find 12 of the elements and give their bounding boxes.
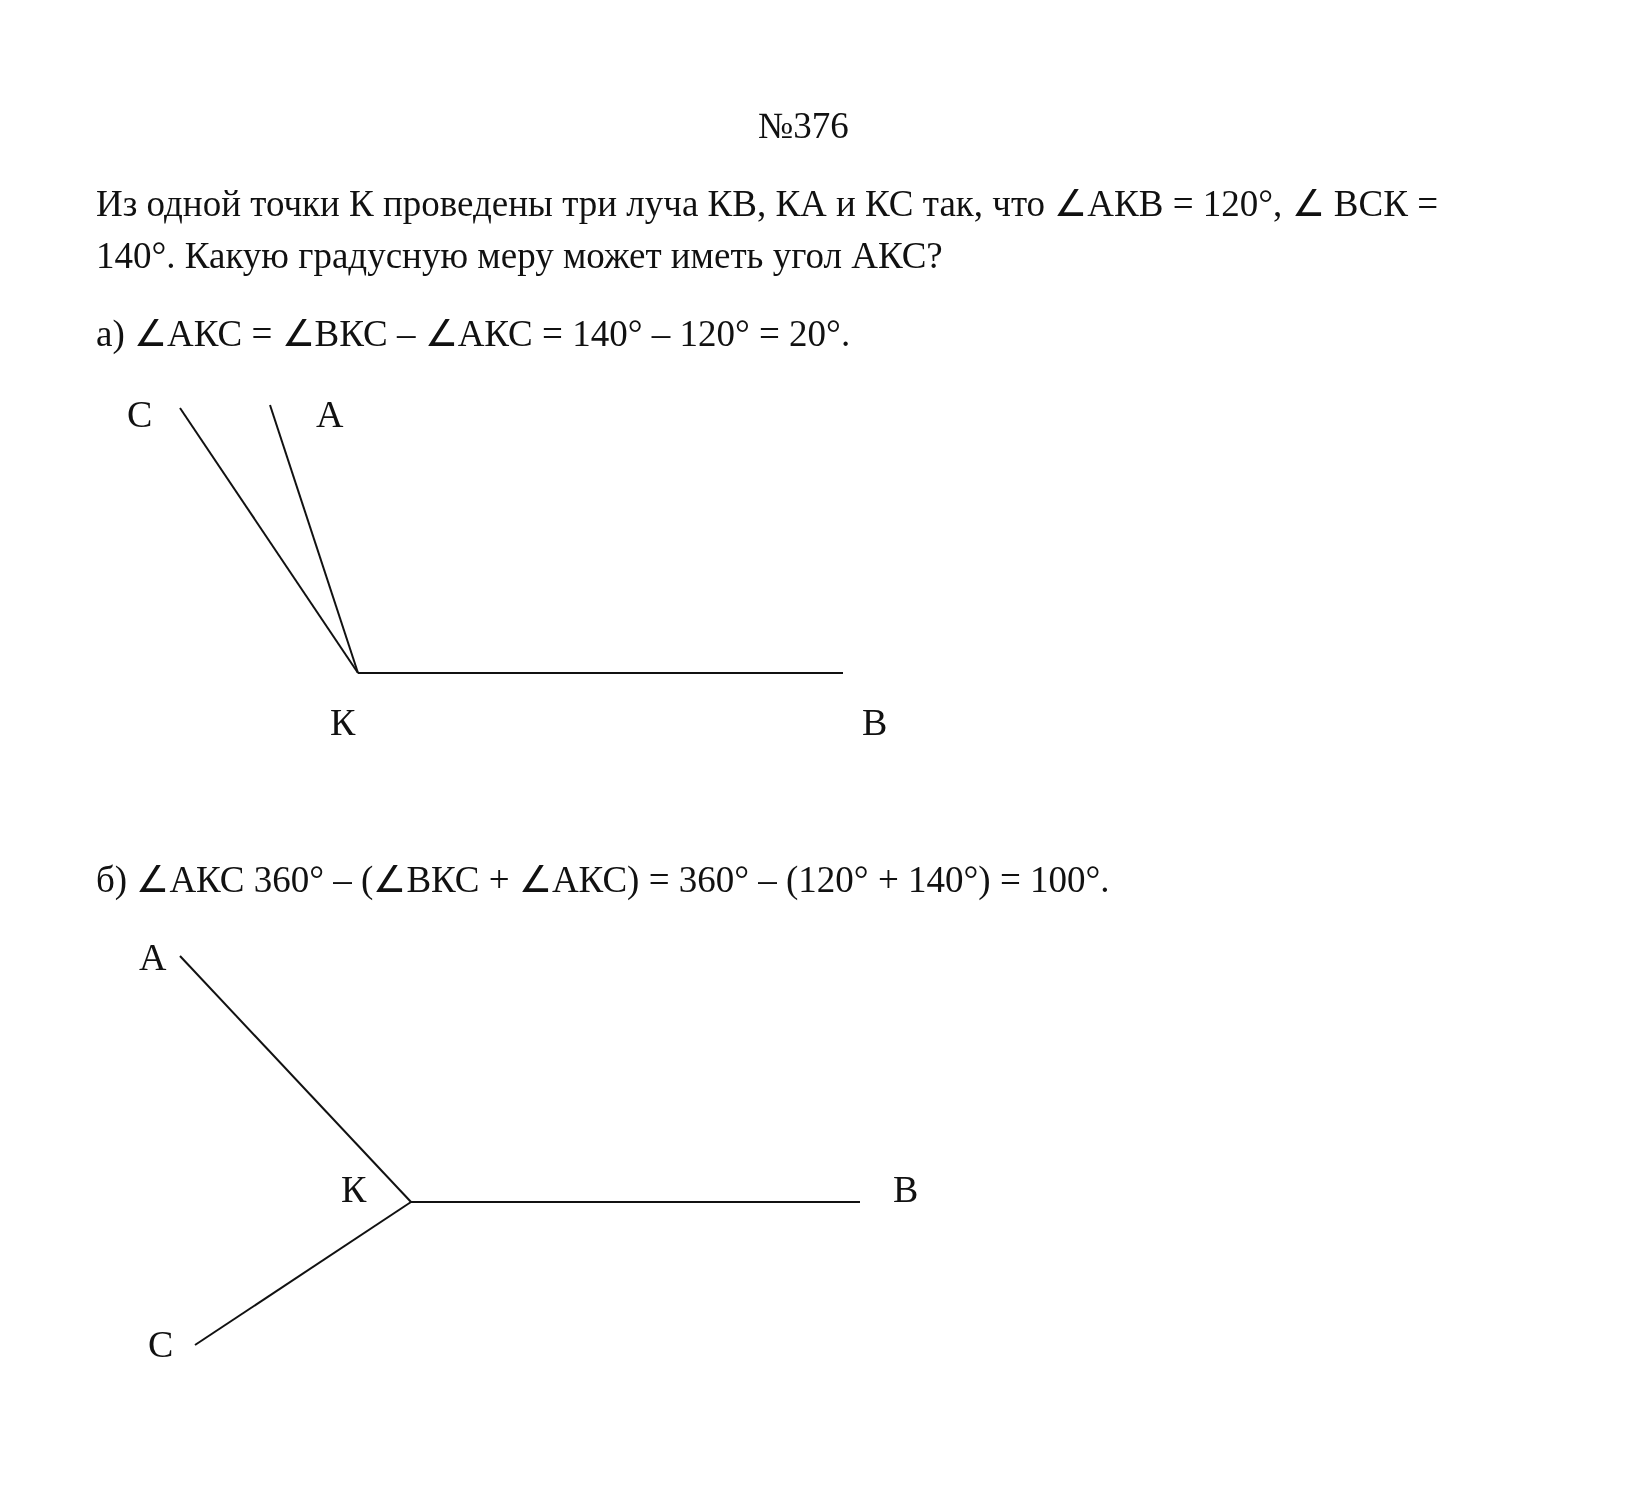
problem-text: Из одной точки К проведены три луча КВ, КА и КС так, что ∠АКВ = 120°, ∠ ВСК = 140°. Какую градусную меру может иметь угол АКС? — [96, 182, 1439, 278]
point-label: К — [330, 702, 356, 742]
point-label: А — [139, 937, 167, 977]
point-label: В — [893, 1169, 919, 1209]
solution-formula: б) ∠АКС 360° – (∠ВКС + ∠АКС) = 360° – (120° + 140°) = 100°. — [96, 858, 1110, 902]
solution-formula: а) ∠АКС = ∠ВКС – ∠АКС = 140° – 120° = 20°. — [96, 312, 851, 356]
point-label: А — [316, 394, 344, 434]
point-label: К — [341, 1169, 367, 1209]
point-label: С — [127, 394, 153, 434]
problem-number: №376 — [758, 104, 849, 148]
point-label: С — [148, 1324, 174, 1364]
point-label: В — [862, 702, 888, 742]
